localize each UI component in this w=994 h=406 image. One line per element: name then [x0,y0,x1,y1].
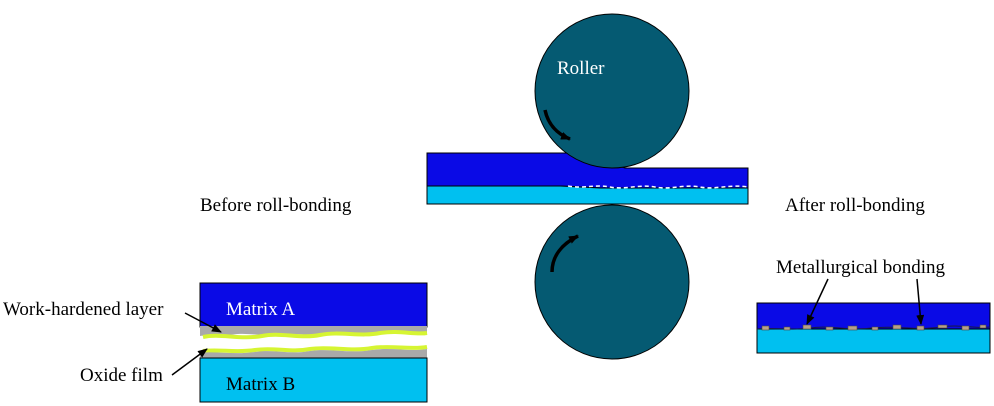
roller-label: Roller [557,58,605,79]
oxide-film-upper [202,330,428,340]
bonded-layer-b [756,328,991,354]
matrix-a-label: Matrix A [226,299,295,320]
lower-roller [534,204,690,360]
matrix-b-block [199,357,428,403]
before-title: Before roll-bonding [200,195,352,216]
strip-bond-interface [567,185,749,189]
metallurgical-leader-left [806,278,829,325]
matrix-a-block [199,282,428,328]
after-bonding-detail: Metallurgical bonding [756,257,991,354]
oxide-film-leader [171,348,208,376]
strip-layer-b [426,185,749,205]
after-title: After roll-bonding [785,195,925,216]
work-hardened-leader [184,312,222,333]
upper-rotation-arrow-icon [543,109,571,141]
metallurgical-leader-right [916,278,925,325]
oxide-film-label: Oxide film [80,365,163,386]
rolling-process: Roller [426,13,749,360]
lower-rotation-arrow-icon [550,234,579,273]
matrix-b-label: Matrix B [226,374,295,395]
bimetal-strip [426,152,749,205]
work-hardened-layer-bottom [200,349,427,358]
oxide-fragments [761,324,987,331]
oxide-film-lower [202,345,428,354]
bonded-layer-a [756,302,991,330]
work-hardened-label: Work-hardened layer [3,299,164,320]
upper-roller [534,13,690,169]
metallurgical-label: Metallurgical bonding [776,257,946,278]
before-bonding-detail: Matrix A Matrix B Work-hardened layer Ox… [3,282,428,403]
